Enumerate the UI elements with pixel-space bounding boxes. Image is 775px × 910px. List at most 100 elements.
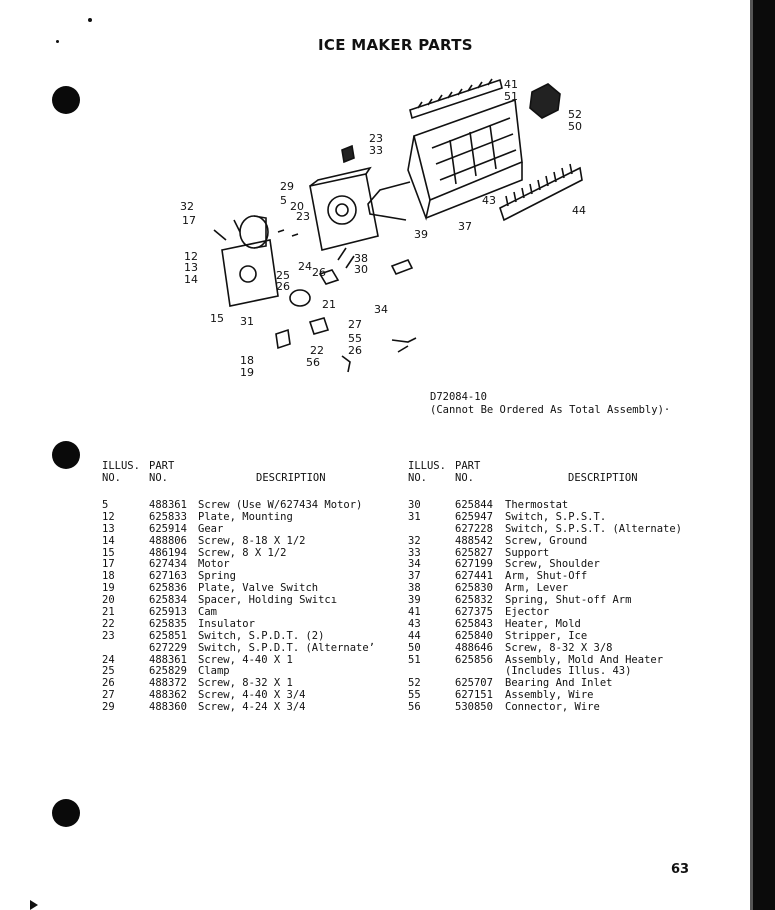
part-number: 488806 [149,534,187,547]
illus-number: 27 [102,689,115,702]
part-number: 486194 [149,546,187,559]
part-number: 627163 [149,570,187,583]
part-number: 625833 [149,510,187,523]
callout: 14 [184,273,198,286]
part-description: Connector, Wire [505,701,600,714]
illus-number: 39 [408,594,421,607]
part-description: Arm, Lever [505,582,569,595]
part-number: 625840 [455,629,493,642]
part-number: 488362 [149,689,187,702]
callout: 39 [414,228,428,241]
part-description: Screw, 8-18 X 1/2 [198,534,306,547]
part-number: 627375 [455,606,493,619]
page-title: ICE MAKER PARTS [318,36,473,54]
part-number: 625844 [455,499,493,511]
part-description: (Includes Illus. 43) [505,665,632,678]
callout: 18 [240,354,254,367]
part-description: Heater, Mold [505,617,581,630]
figure-note: D72084-10 (Cannot Be Ordered As Total As… [430,391,670,417]
callout: 34 [374,303,388,316]
illus-number: 56 [408,701,421,714]
part-description: Screw, 4-40 X 1 [198,653,293,666]
part-number: 627441 [455,570,493,583]
part-description: Screw, 4-40 X 3/4 [198,689,306,702]
callout: 23 [296,210,310,223]
part-description: Gear [198,522,224,535]
part-description: Plate, Valve Switch [198,582,319,595]
callout: 38 [354,252,368,265]
part-number: 627434 [149,558,187,571]
callout: 32 [180,200,194,213]
callout: 5 [280,194,287,207]
part-description: Screw, Shoulder [505,558,600,571]
callout: 22 [310,344,324,357]
illus-number: 25 [102,665,115,678]
part-description: Screw (Use W/627434 Motor) [198,499,363,511]
part-number: 627151 [455,689,493,702]
part-description: Screw, 4-24 X 3/4 [198,701,306,714]
illus-number: 32 [408,534,421,547]
part-number: 627199 [455,558,493,571]
illus-number: 55 [408,689,421,702]
illus-number: 41 [408,606,421,619]
part-description: Clamp [198,665,230,678]
illus-number: 20 [102,594,115,607]
callout: 50 [568,120,582,133]
binder-hole-middle [52,441,80,469]
illus-number: 51 [408,653,421,666]
callout: 37 [458,220,472,233]
illus-number: 26 [102,677,115,690]
callout: 20 [290,200,304,213]
part-number: 625856 [455,653,493,666]
header-illus: ILLUS.NO. [408,460,446,484]
header-illus: ILLUS.NO. [102,460,140,484]
illus-number: 30 [408,499,421,511]
illus-number: 34 [408,558,421,571]
illus-number: 5 [102,499,109,511]
part-number: 625914 [149,522,187,535]
part-description: Switch, S.P.S.T. [505,510,607,523]
part-number: 627228 [455,522,493,535]
illus-number: 31 [408,510,421,523]
part-number: 625830 [455,582,493,595]
illus-number: 17 [102,558,115,571]
callout: 55 [348,332,362,345]
callout: 23 [369,132,383,145]
part-description: Motor [198,558,230,571]
part-number: 625836 [149,582,187,595]
part-description: Assembly, Wire [505,689,594,702]
figure-code: D72084-10 [430,391,487,403]
callout: 15 [210,312,224,325]
diagram-drawing: 41 51 52 50 23 33 29 5 20 23 32 17 43 37… [180,78,586,379]
part-number: 488361 [149,653,187,666]
illus-number: 14 [102,534,115,547]
part-number: 625947 [455,510,493,523]
part-description: Ejector [505,606,550,619]
illus-number: 21 [102,606,115,619]
part-description: Assembly, Mold And Heater [505,653,664,666]
callout: 33 [369,144,383,157]
part-description: Screw, 8-32 X 1 [198,677,293,690]
illus-number: 29 [102,701,115,714]
callout: 56 [306,356,320,369]
callout: 17 [182,214,196,227]
illus-number: 12 [102,510,115,523]
part-description: Spring [198,570,236,583]
part-number: 625835 [149,617,187,630]
part-number: 488361 [149,499,187,511]
exploded-parts-diagram: 41 51 52 50 23 33 29 5 20 23 32 17 43 37… [170,70,610,400]
part-description: Arm, Shut-Off [505,570,588,583]
part-number: 530850 [455,701,493,714]
callout: 13 [184,261,198,274]
illus-number: 19 [102,582,115,595]
speck [56,40,59,43]
binder-hole-bottom [52,799,80,827]
callout: 25 [276,269,290,282]
callout: 24 [298,260,312,273]
corner-mark [30,900,38,910]
speck [88,18,92,22]
illus-number: 13 [102,522,115,535]
diagram-callouts: 41 51 52 50 23 33 29 5 20 23 32 17 43 37… [180,78,586,379]
header-description: DESCRIPTION [568,472,638,484]
